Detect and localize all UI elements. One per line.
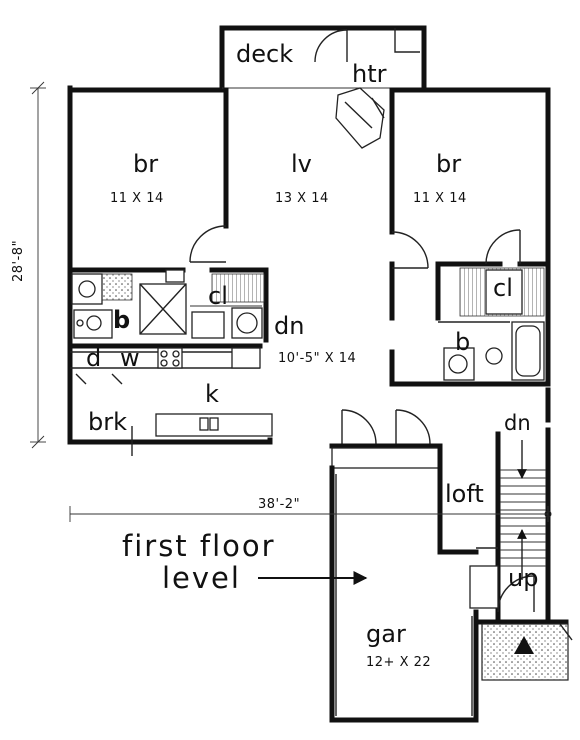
label-k: k xyxy=(205,380,219,408)
label-deck: deck xyxy=(236,40,293,68)
entry-porch xyxy=(469,565,573,681)
label-loft: loft xyxy=(445,480,484,508)
left-bath-fixtures xyxy=(71,269,265,339)
loft-walls xyxy=(329,443,498,555)
label-dn-main-dim: 10'-5" X 14 xyxy=(278,351,356,366)
label-b-left: b xyxy=(113,306,130,334)
dimension-lines xyxy=(30,81,552,522)
label-lv: lv xyxy=(291,150,312,178)
caption-line-2: level xyxy=(162,561,241,595)
label-br-right-dim: 11 X 14 xyxy=(413,191,467,206)
label-br-right: br xyxy=(436,150,461,178)
dimension-vertical: 28'-8" xyxy=(11,240,26,282)
label-gar-dim: 12+ X 22 xyxy=(366,655,431,670)
stairs xyxy=(495,431,546,623)
label-br-left-dim: 11 X 14 xyxy=(110,191,164,206)
label-br-left: br xyxy=(133,150,158,178)
label-lv-dim: 13 X 14 xyxy=(275,191,329,206)
label-up: up xyxy=(508,564,538,592)
label-cl-right: cl xyxy=(493,274,513,302)
interior-walls xyxy=(67,87,551,445)
right-bath-fixtures xyxy=(438,267,545,381)
label-cl-left: cl xyxy=(208,282,228,310)
label-dn-stair: dn xyxy=(504,411,531,435)
kitchen-fixtures xyxy=(70,347,273,456)
exterior-walls xyxy=(67,85,551,623)
label-dn-main: dn xyxy=(274,312,304,340)
label-b-right: b xyxy=(455,328,470,356)
heater-unit xyxy=(335,87,385,149)
caption-line-1: first floor xyxy=(122,529,276,563)
doors xyxy=(189,225,521,445)
label-w: w xyxy=(120,344,140,372)
label-htr: htr xyxy=(352,60,387,88)
deck-area xyxy=(219,25,427,91)
dimension-horizontal: 38'-2" xyxy=(258,497,300,512)
label-gar: gar xyxy=(366,620,406,648)
label-brk: brk xyxy=(88,408,127,436)
label-d: d xyxy=(86,344,101,372)
